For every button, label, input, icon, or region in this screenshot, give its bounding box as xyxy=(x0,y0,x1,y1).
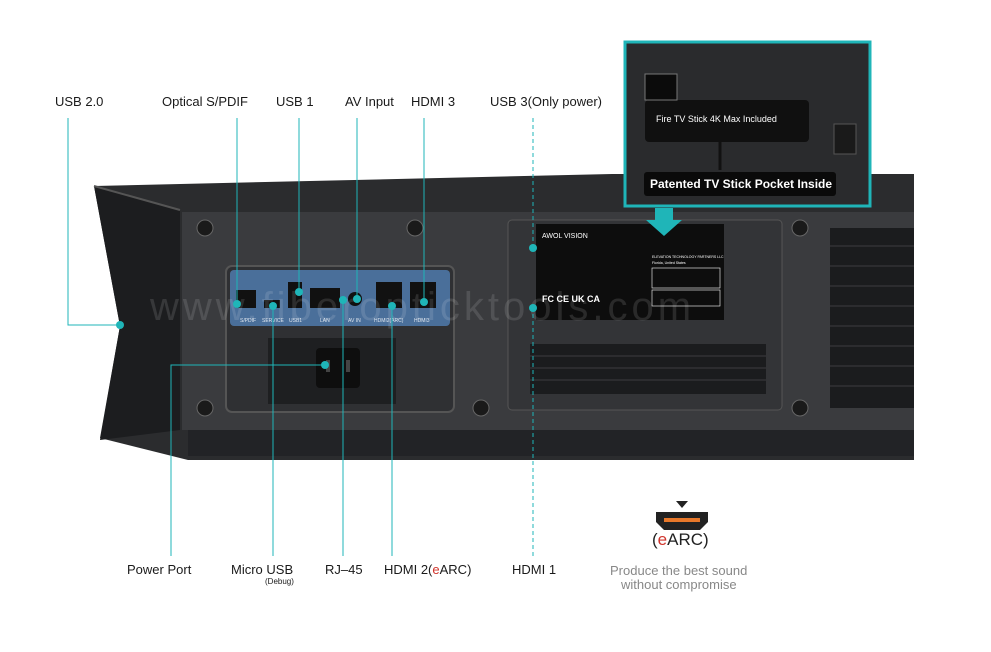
stick-label: Fire TV Stick 4K Max Included xyxy=(656,114,777,124)
spec-label-cert: FC CE UK CA xyxy=(542,294,600,304)
label-hdmi2: HDMI 2(eARC) xyxy=(384,562,471,577)
label-micro-usb: Micro USB xyxy=(231,562,294,577)
stick-connector xyxy=(644,73,678,101)
panel-label-lan: LAN xyxy=(320,318,330,324)
earc-tagline-1: Produce the best sound xyxy=(610,563,748,578)
callout-usb20 xyxy=(67,118,120,326)
panel-label-hdmi3: HDMI3 xyxy=(414,318,430,324)
spec-label-brand: AWOL VISION xyxy=(542,233,588,240)
spec-label-company: ELEVATION TECHNOLOGY PARTNERS LLC xyxy=(652,255,724,259)
label-optical: Optical S/PDIF xyxy=(162,94,248,109)
earc-paren: ( xyxy=(652,530,658,549)
spec-label xyxy=(536,224,724,320)
projector-left-cap xyxy=(94,186,180,440)
vent-grille xyxy=(530,228,914,408)
hdmi2-e: e xyxy=(432,562,440,577)
label-usb3: USB 3(Only power) xyxy=(490,94,602,109)
spdif-port xyxy=(236,290,256,308)
pocket-caption-bg xyxy=(644,172,836,196)
earc-tagline-2: without compromise xyxy=(621,577,737,592)
panel-label-spdif: S/PDIF xyxy=(240,318,256,324)
hdmi2-prefix: HDMI 2( xyxy=(384,562,433,577)
panel-label-avin: AV IN xyxy=(348,318,361,324)
label-usb1: USB 1 xyxy=(276,94,314,109)
lan-port xyxy=(310,288,340,308)
panel-label-hdmi2: HDMI2(ARC) xyxy=(374,318,404,324)
screw xyxy=(406,219,424,237)
earc-title: (eARC) xyxy=(652,530,709,550)
screw xyxy=(791,219,809,237)
earc-pointer xyxy=(676,501,688,508)
screw xyxy=(196,399,214,417)
label-power-port: Power Port xyxy=(127,562,192,577)
screw xyxy=(472,399,490,417)
earc-arc: ARC) xyxy=(667,530,709,549)
spec-label-address: Florida, United States xyxy=(652,261,686,265)
fire-tv-stick xyxy=(645,100,809,142)
watermark: www.fiberopticktools.com xyxy=(149,285,695,329)
screw xyxy=(791,399,809,417)
panel-label-usb1: USB1 xyxy=(289,318,302,324)
label-hdmi3: HDMI 3 xyxy=(411,94,456,109)
label-usb20: USB 2.0 xyxy=(55,94,104,109)
earc-e: e xyxy=(657,530,668,549)
label-av-input: AV Input xyxy=(345,94,394,109)
projector-base xyxy=(188,430,914,456)
label-micro-usb-sub: (Debug) xyxy=(265,577,294,586)
screw xyxy=(196,219,214,237)
label-hdmi1: HDMI 1 xyxy=(512,562,557,577)
pocket-arrow xyxy=(646,208,682,236)
power-socket xyxy=(316,348,360,388)
hdmi2-suffix: ARC) xyxy=(439,562,472,577)
label-rj45: RJ–45 xyxy=(325,562,363,577)
pocket-caption: Patented TV Stick Pocket Inside xyxy=(650,177,833,191)
callout-power xyxy=(170,364,325,556)
